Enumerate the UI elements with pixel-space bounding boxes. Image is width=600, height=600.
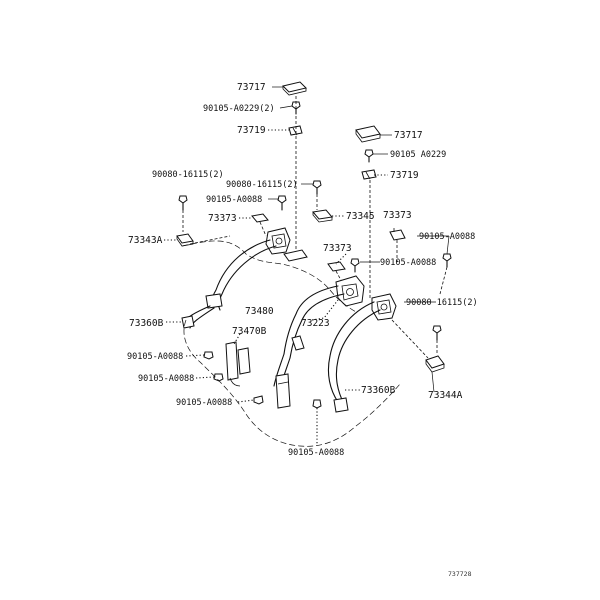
label-73719-right: 73719 <box>390 170 419 181</box>
label-73360b-left: 73360B <box>129 318 164 329</box>
label-73480: 73480 <box>245 306 274 317</box>
label-90105-a0088-l3: 90105-A0088 <box>176 398 232 408</box>
label-73717-right: 73717 <box>394 130 423 141</box>
floor-outline <box>181 240 401 447</box>
bolt-90105-a0088-mid <box>350 258 360 273</box>
retractor-center <box>335 275 365 307</box>
bolt-90105-a0088-l2 <box>213 373 224 382</box>
buckle-73470b <box>225 341 251 387</box>
label-73343a: 73343A <box>128 235 163 246</box>
label-90105-a0229: 90105 A0229 <box>390 150 446 160</box>
label-90105-a0088-l1: 90105-A0088 <box>127 352 183 362</box>
label-90105-a0088-top: 90105-A0088 <box>206 195 262 205</box>
belt-73360b-left <box>181 239 277 329</box>
label-73373-left: 73373 <box>208 213 237 224</box>
bolt-90080-16115-mid <box>312 180 322 210</box>
anchor-73719-right <box>361 169 377 180</box>
label-90105-a0088-right: 90105-A0088 <box>419 232 475 242</box>
plate-73344a <box>425 355 445 373</box>
bolt-90105-a0088-l1 <box>203 351 214 360</box>
label-73345: 73345 <box>346 211 375 222</box>
label-73223: 73223 <box>301 318 330 329</box>
anchor-73719-top <box>288 125 303 136</box>
bolt-90105-a0088-top <box>277 195 287 211</box>
buckle-center <box>275 373 291 409</box>
bolt-90105-a0088-right <box>439 253 452 295</box>
label-73373-right: 73373 <box>383 210 412 221</box>
bracket-73373-mid <box>327 261 346 283</box>
label-73344a: 73344A <box>428 390 463 401</box>
label-73719-top: 73719 <box>237 125 266 136</box>
buckle-73223 <box>291 335 305 351</box>
bolt-90105-a0088-l3 <box>253 395 264 405</box>
bolt-90080-16115-right <box>432 325 442 354</box>
label-90105-a0088-l2: 90105-A0088 <box>138 374 194 384</box>
part-labels: 73717 90105-A0229(2) 73719 73717 90105 A… <box>127 82 478 578</box>
cover-73717-top <box>282 81 307 96</box>
retractor-left <box>265 227 291 255</box>
label-90080-16115-2-left: 90080-16115(2) <box>152 170 224 180</box>
label-73470b: 73470B <box>232 326 267 337</box>
plate-73345 <box>312 209 333 223</box>
label-73373-mid: 73373 <box>323 243 352 254</box>
label-90080-16115-2-mid: 90080-16115(2) <box>226 180 298 190</box>
label-90105-a0088-mid: 90105-A0088 <box>380 258 436 268</box>
drawing-code: 737728 <box>448 570 472 578</box>
cover-73717-right <box>355 125 381 143</box>
label-73360b-right: 73360B <box>361 385 396 396</box>
bolt-90080-16115-left <box>178 195 188 232</box>
bracket-73373-right <box>389 228 406 262</box>
bracket-73373-left <box>251 213 269 237</box>
bolt-90105-a0229-right <box>364 149 374 163</box>
label-73717-top: 73717 <box>237 82 266 93</box>
bolt-90105-a0088-bottom <box>312 399 322 409</box>
retractor-right <box>371 293 397 321</box>
label-90080-16115-2-right: 90080 16115(2) <box>406 298 478 308</box>
floor-plate-center <box>283 249 308 262</box>
leader-lines <box>164 86 450 444</box>
belt-73360b-right <box>327 301 381 413</box>
label-90105-a0088-bottom: 90105-A0088 <box>288 448 344 458</box>
label-90105-a0229-2: 90105-A0229(2) <box>203 104 275 114</box>
